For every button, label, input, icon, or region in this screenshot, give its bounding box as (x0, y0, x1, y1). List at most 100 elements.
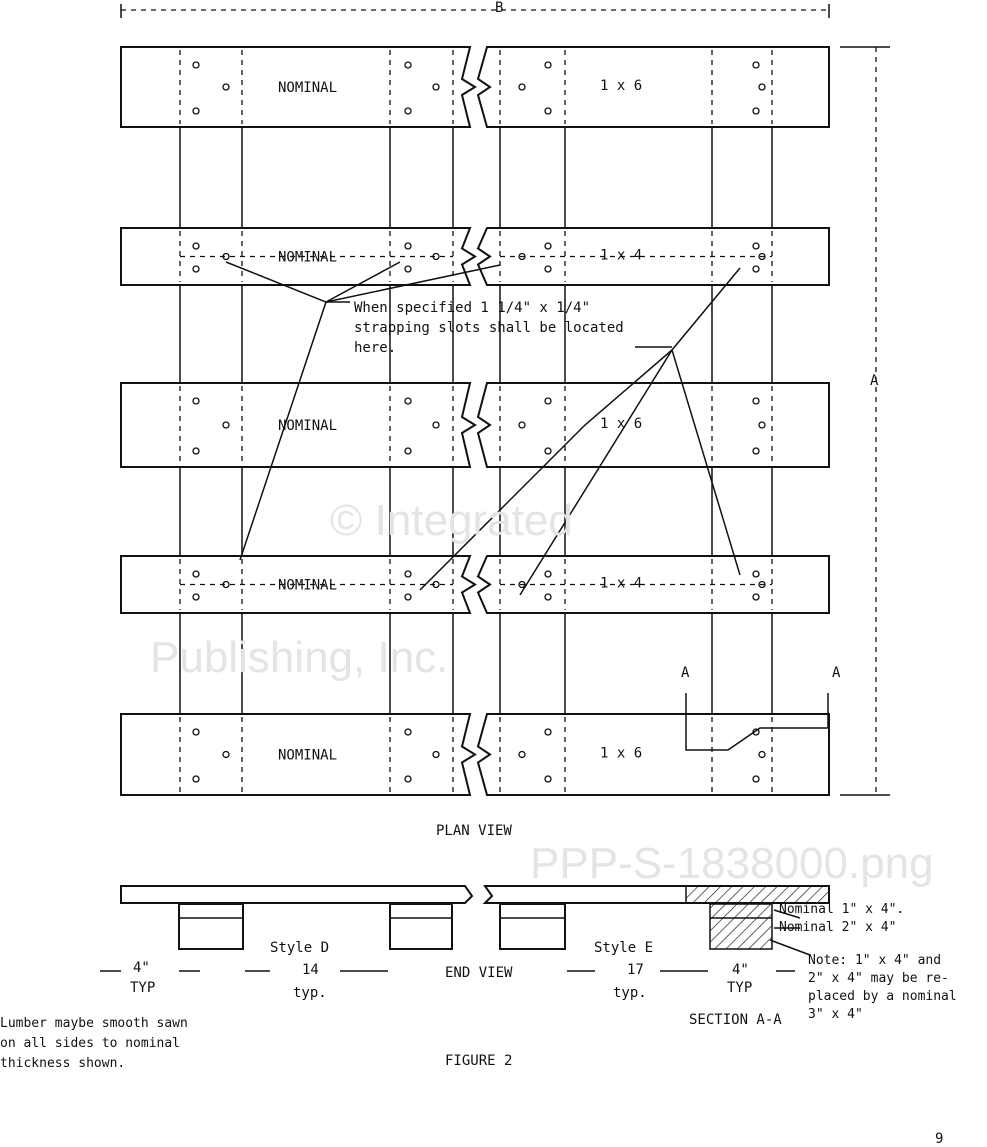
nail-hole (192, 107, 200, 115)
svg-text:typ.: typ. (293, 985, 327, 1001)
nail-hole (192, 242, 200, 250)
nail-hole (404, 61, 412, 69)
nail-hole (192, 775, 200, 783)
svg-text:Nominal 2" x 4": Nominal 2" x 4" (779, 920, 896, 935)
nail-hole (192, 397, 200, 405)
section-marker: A A (681, 665, 841, 751)
svg-text:B: B (495, 0, 503, 16)
nail-hole (518, 83, 526, 91)
board-label-left: NOMINAL (278, 418, 337, 434)
nail-hole (404, 447, 412, 455)
nail-hole (752, 775, 760, 783)
deck-board: NOMINAL 1 x 4 (120, 555, 830, 614)
nail-hole (752, 397, 760, 405)
nail-hole (758, 83, 766, 91)
dimension-a: A (840, 46, 890, 796)
nail-hole (192, 728, 200, 736)
nail-hole (192, 593, 200, 601)
watermark: © Integrated Publishing, Inc. PPP-S-1838… (150, 496, 934, 888)
svg-text:A: A (870, 373, 879, 389)
dimension-b: B (120, 0, 830, 18)
nail-hole (432, 83, 440, 91)
watermark-line: © Integrated (330, 496, 573, 545)
nail-hole (404, 570, 412, 578)
svg-text:4": 4" (133, 960, 150, 976)
nail-hole (404, 242, 412, 250)
nail-hole (432, 252, 440, 261)
board-label-right: 1 x 4 (600, 248, 642, 264)
nail-hole (404, 593, 412, 601)
svg-text:here.: here. (354, 340, 396, 356)
nail-hole (752, 107, 760, 115)
svg-text:TYP: TYP (130, 980, 155, 996)
nail-hole (222, 750, 230, 759)
board-label-right: 1 x 6 (600, 78, 642, 94)
deck-board: NOMINAL 1 x 6 (120, 382, 830, 468)
svg-text:Style D: Style D (270, 940, 329, 956)
svg-text:When specified 1 1/4" x 1/4": When specified 1 1/4" x 1/4" (354, 300, 590, 316)
nail-hole (544, 61, 552, 69)
nail-hole (752, 570, 760, 578)
nail-hole (404, 775, 412, 783)
nail-hole (544, 397, 552, 405)
nail-hole (222, 83, 230, 91)
nail-hole (752, 593, 760, 601)
svg-text:17: 17 (627, 962, 644, 978)
nail-hole (544, 242, 552, 250)
nail-hole (404, 265, 412, 273)
watermark-line: PPP-S-1838000.png (530, 839, 934, 888)
nail-hole (404, 397, 412, 405)
nail-hole (192, 570, 200, 578)
svg-text:thickness shown.: thickness shown. (0, 1056, 125, 1071)
svg-text:A: A (681, 665, 690, 681)
svg-text:on all sides to nominal: on all sides to nominal (0, 1036, 180, 1051)
nail-hole (192, 61, 200, 69)
nail-hole (752, 242, 760, 250)
nail-hole (432, 750, 440, 759)
nail-hole (544, 107, 552, 115)
section-a-a-title: SECTION A-A (689, 1012, 782, 1028)
nail-hole (518, 252, 526, 261)
end-view-title: END VIEW (445, 965, 513, 981)
nail-hole (758, 750, 766, 759)
board-label-left: NOMINAL (278, 578, 337, 594)
svg-text:strapping slots shall be locat: strapping slots shall be located (354, 320, 624, 336)
nail-hole (752, 265, 760, 273)
nail-hole (758, 421, 766, 429)
nail-hole (752, 447, 760, 455)
svg-text:2" x 4" may be re-: 2" x 4" may be re- (808, 971, 949, 986)
svg-text:placed by a nominal: placed by a nominal (808, 989, 957, 1004)
board-label-right: 1 x 6 (600, 746, 642, 762)
nail-hole (192, 447, 200, 455)
nail-hole (222, 580, 230, 589)
nail-hole (518, 421, 526, 429)
nail-hole (432, 421, 440, 429)
lumber-note: Lumber maybe smooth sawn on all sides to… (0, 1016, 188, 1071)
svg-text:A: A (832, 665, 841, 681)
nail-hole (222, 421, 230, 429)
nail-hole (222, 252, 230, 261)
page-number: 9 (935, 1131, 943, 1147)
nail-hole (544, 447, 552, 455)
nail-hole (544, 593, 552, 601)
nail-hole (544, 265, 552, 273)
figure-title: FIGURE 2 (445, 1053, 512, 1069)
nail-hole (758, 252, 766, 261)
nail-hole (404, 107, 412, 115)
watermark-line: Publishing, Inc. (150, 633, 448, 682)
board-label-left: NOMINAL (278, 80, 337, 96)
board-label-right: 1 x 4 (600, 576, 642, 592)
svg-text:Lumber maybe smooth sawn: Lumber maybe smooth sawn (0, 1016, 188, 1031)
nail-hole (544, 570, 552, 578)
strapping-note: When specified 1 1/4" x 1/4" strapping s… (225, 261, 741, 596)
nail-hole (518, 580, 526, 589)
end-view: 4" TYP Style D 14 typ. END VIEW Style E … (100, 885, 957, 1028)
board-label-right: 1 x 6 (600, 416, 642, 432)
svg-text:Style E: Style E (594, 940, 653, 956)
svg-text:14: 14 (302, 962, 319, 978)
